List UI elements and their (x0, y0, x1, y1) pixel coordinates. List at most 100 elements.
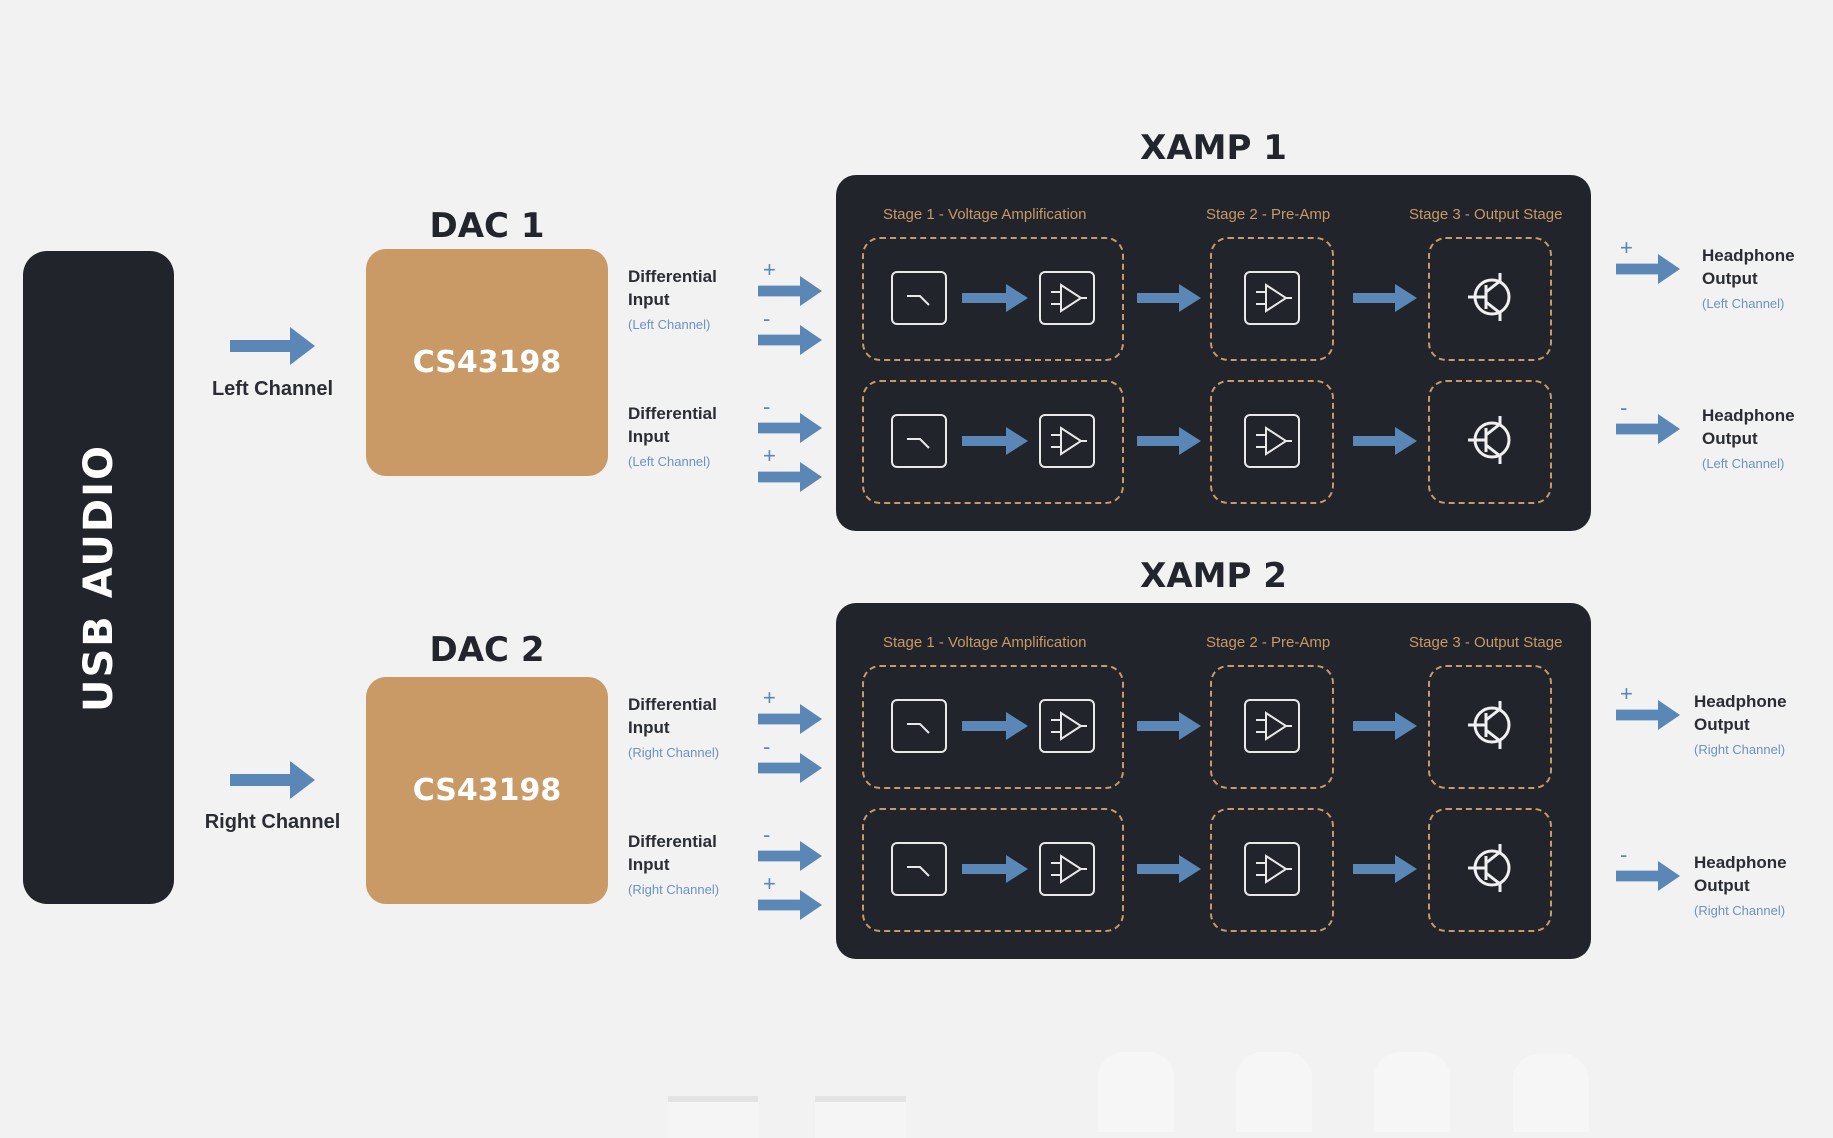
arrow-right-icon (1137, 427, 1201, 455)
transistor-icon (1460, 267, 1520, 327)
plus-sign: + (1620, 681, 1633, 706)
stage-2-region (1210, 808, 1334, 932)
arrow-right-icon (962, 712, 1028, 740)
differential-input-title: Differential Input (628, 404, 717, 446)
transistor-icon (1460, 410, 1520, 470)
stage-2-region (1210, 237, 1334, 361)
background-decoration (1098, 1052, 1174, 1132)
stage-1-region (862, 380, 1124, 504)
differential-input-channel: (Right Channel) (628, 745, 720, 760)
op-amp-icon (1244, 699, 1300, 753)
arrow-right-icon (758, 841, 822, 871)
minus-sign: - (763, 822, 771, 847)
stage-2-label: Stage 2 - Pre-Amp (1206, 206, 1331, 223)
dac2-chip-label: CS43198 (412, 773, 562, 808)
arrow-right-icon (758, 325, 822, 355)
differential-input-label: Differential Input (Left Channel) (628, 402, 738, 473)
arrow-right-icon (230, 761, 315, 799)
headphone-output-title: Headphone Output (1702, 246, 1795, 288)
minus-sign: - (763, 306, 771, 331)
differential-input-label: Differential Input (Right Channel) (628, 693, 738, 764)
arrow-right-icon (1616, 861, 1680, 891)
arrow-right-icon (758, 462, 822, 492)
op-amp-icon (1039, 271, 1095, 325)
stage-3-label: Stage 3 - Output Stage (1409, 206, 1563, 223)
dac1-title: DAC 1 (429, 206, 545, 246)
plus-sign: + (763, 443, 776, 468)
dac2-block: CS43198 (366, 677, 608, 904)
stage-2-region (1210, 380, 1334, 504)
headphone-output-title: Headphone Output (1694, 853, 1787, 895)
arrow-right-icon (1137, 855, 1201, 883)
arrow-right-icon (1353, 284, 1417, 312)
headphone-output-title: Headphone Output (1694, 692, 1787, 734)
arrow-right-icon (962, 427, 1028, 455)
background-decoration (668, 1096, 758, 1138)
stage-1-region (862, 237, 1124, 361)
plus-sign: + (763, 257, 776, 282)
stage-3-region (1428, 380, 1552, 504)
arrow-right-icon (230, 327, 315, 365)
low-pass-filter-icon (891, 271, 947, 325)
low-pass-filter-icon (891, 842, 947, 896)
differential-input-channel: (Left Channel) (628, 317, 711, 332)
headphone-output-channel: (Left Channel) (1702, 456, 1785, 471)
stage-2-region (1210, 665, 1334, 789)
arrow-right-icon (1137, 712, 1201, 740)
minus-sign: - (1620, 842, 1628, 867)
headphone-output-label: Headphone Output (Left Channel) (1702, 404, 1832, 475)
arrow-right-icon (1353, 855, 1417, 883)
differential-input-title: Differential Input (628, 695, 717, 737)
low-pass-filter-icon (891, 414, 947, 468)
differential-input-label: Differential Input (Left Channel) (628, 265, 738, 336)
background-decoration (1374, 1052, 1450, 1132)
transistor-icon (1460, 695, 1520, 755)
headphone-output-channel: (Right Channel) (1694, 903, 1786, 918)
differential-input-channel: (Left Channel) (628, 454, 711, 469)
stage-1-region (862, 808, 1124, 932)
arrow-right-icon (962, 855, 1028, 883)
stage-3-region (1428, 237, 1552, 361)
stage-3-region (1428, 665, 1552, 789)
arrow-right-icon (758, 753, 822, 783)
dac1-block: CS43198 (366, 249, 608, 476)
op-amp-icon (1039, 842, 1095, 896)
headphone-output-label: Headphone Output (Left Channel) (1702, 244, 1832, 315)
arrow-right-icon (758, 890, 822, 920)
xamp1-title: XAMP 1 (1140, 128, 1287, 168)
plus-sign: + (763, 685, 776, 710)
background-decoration (1236, 1052, 1312, 1132)
differential-input-title: Differential Input (628, 832, 717, 874)
xamp2-title: XAMP 2 (1140, 556, 1287, 596)
right-channel-label: Right Channel (204, 811, 341, 833)
arrow-right-icon (962, 284, 1028, 312)
stage-1-region (862, 665, 1124, 789)
op-amp-icon (1244, 842, 1300, 896)
arrow-right-icon (758, 413, 822, 443)
headphone-output-label: Headphone Output (Right Channel) (1694, 851, 1824, 922)
dac2-title: DAC 2 (429, 630, 545, 670)
minus-sign: - (763, 734, 771, 759)
op-amp-icon (1244, 271, 1300, 325)
arrow-right-icon (1616, 414, 1680, 444)
arrow-right-icon (758, 704, 822, 734)
transistor-icon (1460, 838, 1520, 898)
stage-3-label: Stage 3 - Output Stage (1409, 634, 1563, 651)
minus-sign: - (763, 394, 771, 419)
usb-audio-block: USB AUDIO (23, 251, 174, 904)
arrow-right-icon (1353, 712, 1417, 740)
headphone-output-label: Headphone Output(Right Channel) (1694, 690, 1824, 761)
arrow-right-icon (1137, 284, 1201, 312)
headphone-output-title: Headphone Output (1702, 406, 1795, 448)
headphone-output-channel: (Left Channel) (1702, 296, 1785, 311)
stage-2-label: Stage 2 - Pre-Amp (1206, 634, 1331, 651)
op-amp-icon (1039, 414, 1095, 468)
arrow-right-icon (1616, 254, 1680, 284)
differential-input-channel: (Right Channel) (628, 882, 720, 897)
op-amp-icon (1039, 699, 1095, 753)
differential-input-title: Differential Input (628, 267, 717, 309)
plus-sign: + (1620, 235, 1633, 260)
background-decoration (815, 1096, 906, 1138)
